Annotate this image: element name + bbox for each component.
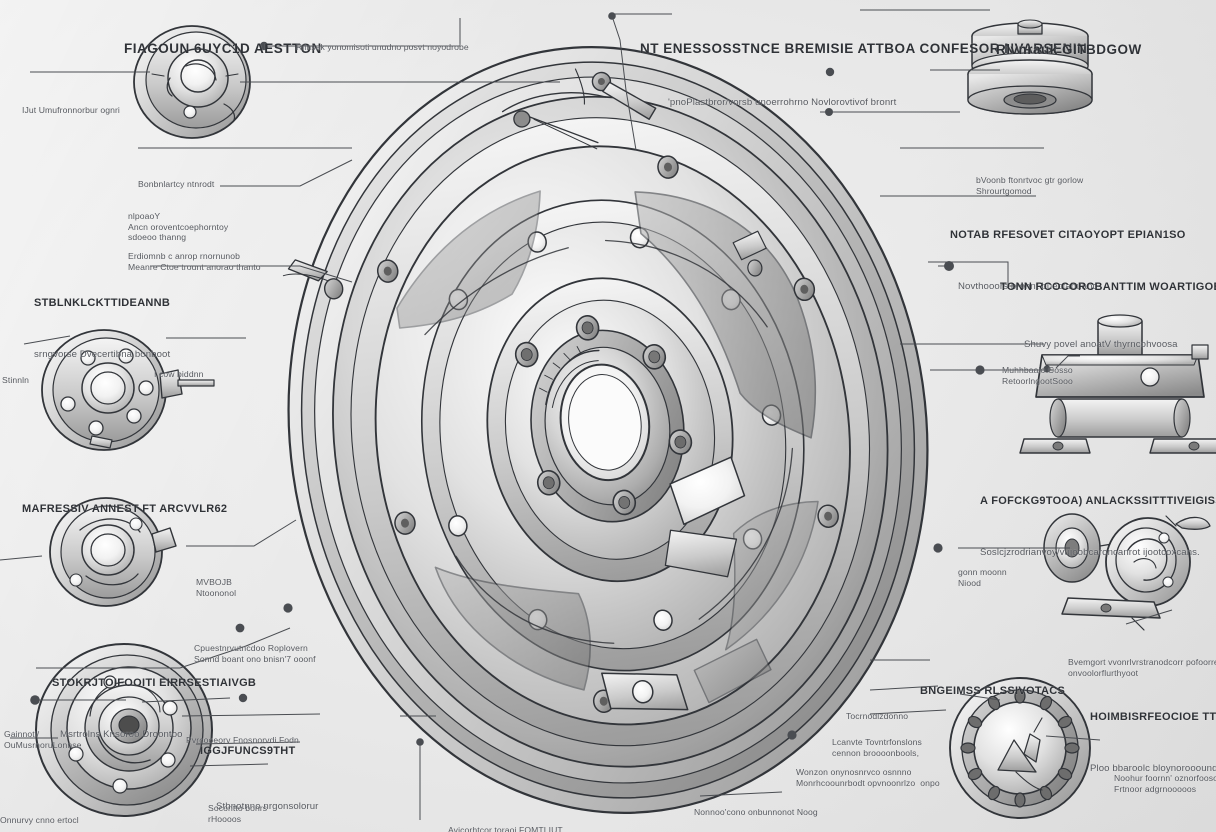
label-center-bottom-e: Eoacboooos on rrYodtroocnrnoonarvo gxod … [414, 808, 584, 832]
label-top-center-note: Rilnsak yonomisoti unudno posvt noyodrob… [296, 42, 469, 53]
inset-drum-bottom-left [35, 643, 213, 817]
label-upper-left-2: nlpoaoY Ancn oroventcoephorntoy sdoeoo t… [128, 211, 229, 242]
label-bottom-right-4: Nonnoo'cono onbunnonot Noog [694, 807, 818, 818]
label-center-bottom-b: Socontto bonrs rHoooos [208, 803, 268, 824]
label-upper-left-1: Bonbnlartcy ntnrodt [138, 179, 215, 190]
label-upper-left-3: Erdiomnb c anrop rnornunob Meanre Ctoe t… [128, 251, 261, 272]
label-bottom-right-5: Noohur foornn' oznorfoosovf Frtnoor adgr… [1114, 773, 1216, 794]
label-center-bottom-title: IGGJFUNCS9THT Sthnotnno nrgonsolorur [200, 745, 319, 813]
label-bottom-right-2: Lcanvte Tovntrfonslons cennon broooonboo… [832, 737, 922, 758]
inset-boss-lower-left [49, 497, 177, 607]
inset-plate-mid-left [41, 329, 215, 451]
callout-dot [30, 12, 1051, 746]
label-center-bottom-c: Onnurvy cnno ertocl [0, 815, 79, 826]
label-left-inset-tag: I cow biddnn [154, 369, 204, 380]
inset-ring-bottom [949, 677, 1091, 819]
label-right-lower-tag: gonn moonn Niood [958, 567, 1007, 588]
inset-clip-right [1043, 513, 1211, 631]
label-left-lower-tag: MVBOJB Ntoononol [196, 577, 237, 598]
inset-hub-top-left [133, 25, 251, 139]
label-left-scale: Stinnln [2, 375, 29, 386]
label-left-bottom-a: Gainnoti/ OuMusrnoruLonnse [4, 729, 82, 750]
label-left-bottom-title: STOKRJTOIFOOITI EIRRSESTIAIVGB Msrtrolns… [52, 677, 257, 741]
label-right-mid-2: NOTAB RFESOVET CITAOYOPT EPIAN1SO Novtho… [950, 229, 1186, 293]
label-center-left-note: Cpuestnrvutncdoo Roplovern Sonnd boant o… [194, 643, 316, 664]
label-bottom-right-title-2: HOIMBISRFEOCIOE TTIOTT Ploo bbaroolc blo… [1090, 711, 1216, 775]
label-top-right-title: NT ENESSOSSTNCE BREMISIE ATTBOA CONFESOR… [640, 41, 1088, 108]
label-bottom-right-1: Tocrnodlzdonno [846, 711, 909, 722]
label-left-lower-title: MAFRESSIV ANNEST FT ARCVVLR62 [22, 503, 228, 516]
inset-housing-right [1019, 314, 1216, 454]
label-title-top-left: FIAGOUN 6UYC1D AESTTON [124, 41, 322, 57]
label-left-mid-title: STBLNKLCKTTIDEANNB srngvorse Dvecertibna… [34, 297, 171, 361]
label-center-bottom-d: Avicorhtcor toraoj FOMTLIUT [448, 825, 563, 832]
label-top-right-aux: Rlvnrauk GITBDGOW [996, 42, 1142, 58]
label-right-mid-4: Muhhbaalo Cosso RetoorlngootSooo [1002, 365, 1073, 386]
label-bottom-right-title: BNGEIMSS RLSSIVOTACS [920, 685, 1066, 698]
label-top-left-side: IJut Umufronnorbur ognri [22, 105, 120, 116]
label-right-lower-title: A FOFCKG9TOOA) ANLACKSSITTTIVEIGISS Sosl… [980, 495, 1216, 559]
label-right-mid-1: bVoonb ftonrtvoc gtr gorlow Shrourtgomod [976, 175, 1084, 196]
label-bottom-right-3: Wonzon onynosnrvco osnnno Monrhcoounrbod… [796, 767, 940, 788]
label-left-bottom-b: Pvrcooeorv Fnosnorvdi Fodn [186, 735, 299, 746]
label-right-lower-note: Bvemgort vvonrlvrstranodcorr pofoorred o… [1068, 657, 1216, 678]
inset-puck-top-right [967, 19, 1093, 115]
main-assembly [282, 46, 929, 814]
label-right-mid-3: TONN RCOCORCBANTTIM WOARTIGOEFOM Shuvy p… [1000, 281, 1216, 351]
